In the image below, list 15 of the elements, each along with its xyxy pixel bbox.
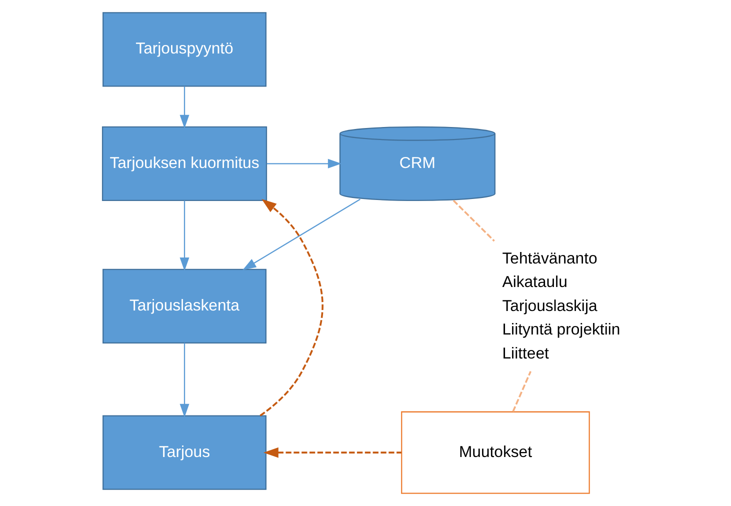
arrow xyxy=(262,447,401,458)
arrow xyxy=(179,86,189,128)
node-box: Muutokset xyxy=(400,411,590,494)
node-box: Tarjouspyyntö xyxy=(102,12,266,87)
arrow xyxy=(242,198,360,270)
arrow xyxy=(259,198,323,416)
arrow xyxy=(179,200,189,272)
node-box: Tarjouslaskenta xyxy=(102,268,266,344)
node-box: Tarjouksen kuormitus xyxy=(101,126,267,201)
arrow xyxy=(266,158,342,168)
connector xyxy=(512,371,531,412)
node-text: Tehtävänanto Aikataulu Tarjouslaskija Liityntä projektiin Liitteet xyxy=(502,250,620,362)
arrow xyxy=(179,342,189,418)
node-box: Tarjous xyxy=(102,415,266,490)
connector xyxy=(452,200,494,242)
